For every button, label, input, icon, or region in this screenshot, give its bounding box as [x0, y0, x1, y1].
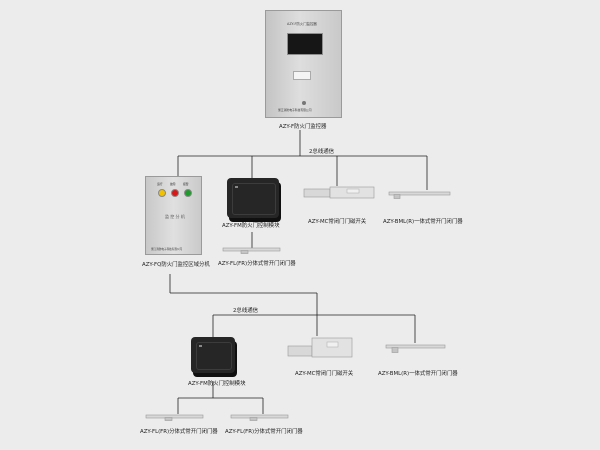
panel-logo-icon: [302, 101, 306, 105]
led-label-alarm: 报警: [183, 182, 189, 186]
panel-screen-title: AZY-F防火门监控器: [287, 22, 317, 26]
led-red-icon: [171, 189, 179, 197]
led-label-fault: 故障: [170, 182, 176, 186]
split-closer-a: [222, 247, 281, 254]
integrated-closer-top: [388, 191, 451, 199]
integrated-top-label: AZY-BML(R)一体式常开门闭门器: [383, 219, 463, 225]
switch-top-label: AZY-MC常闭门门磁开关: [308, 219, 367, 225]
panel-screen: [287, 33, 323, 55]
closer-a-label: AZY-FL(FR)分体式常开门闭门器: [218, 261, 296, 267]
panel-maker-text: 浙江消防电子科技有限公司: [278, 108, 312, 112]
closer-c-label: AZY-FL(FR)分体式常开门闭门器: [225, 429, 303, 435]
zone-unit-body-text: 监 控 分 机: [165, 214, 185, 219]
split-closer-b: [145, 414, 204, 421]
module-status-led-icon: [199, 345, 202, 347]
led-label-run: 运行: [157, 182, 163, 186]
panel-printer-slot: [293, 71, 311, 80]
switch-bottom-label: AZY-MC常闭门门磁开关: [295, 371, 354, 377]
module-bottom-label: AZY-FM防火门控制模块: [188, 381, 246, 387]
main-panel-label: AZY-F防火门监控器: [279, 124, 327, 130]
led-green-icon: [184, 189, 192, 197]
module-status-led-icon: [235, 186, 238, 188]
fire-door-monitor-panel: AZY-F防火门监控器 浙江消防电子科技有限公司: [265, 10, 342, 118]
door-magnetic-switch-top: [303, 186, 375, 199]
door-control-module-bottom: [191, 337, 235, 373]
door-control-module-top: [227, 178, 279, 218]
integrated-bottom-label: AZY-BML(R)一体式常开门闭门器: [378, 371, 458, 377]
zone-sub-controller: 运行 故障 报警 监 控 分 机 浙江消防电子科技有限公司: [145, 176, 202, 255]
integrated-closer-bottom: [385, 344, 446, 353]
bus1-label: 2总线通信: [309, 149, 334, 155]
module-top-label: AZY-FM防火门控制模块: [222, 223, 280, 229]
split-closer-c: [230, 414, 289, 421]
led-yellow-icon: [158, 189, 166, 197]
closer-b-label: AZY-FL(FR)分体式常开门闭门器: [140, 429, 218, 435]
bus2-label: 2总线通信: [233, 308, 258, 314]
zone-unit-label: AZY-FQ防火门监控区域分机: [142, 262, 210, 268]
door-magnetic-switch-bottom: [287, 337, 353, 358]
zone-unit-maker-text: 浙江消防电子科技有限公司: [151, 248, 183, 251]
